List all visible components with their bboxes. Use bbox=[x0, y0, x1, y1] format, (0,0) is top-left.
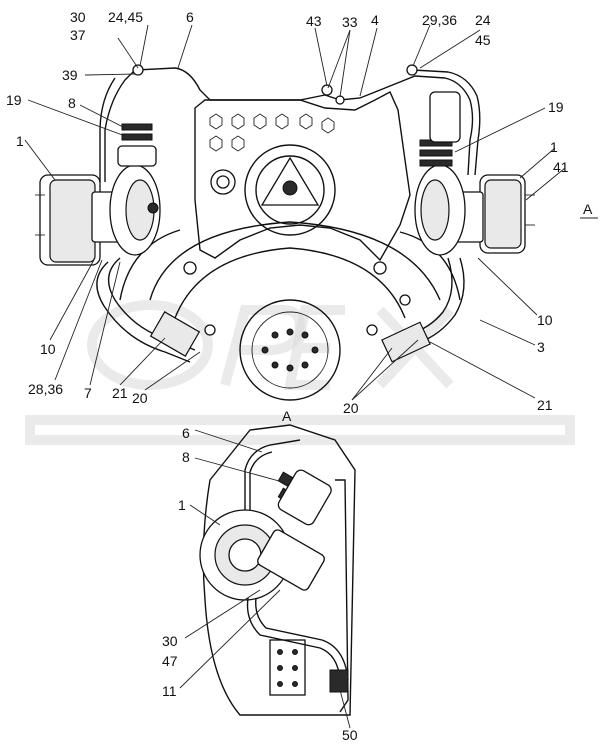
view-a-marker: A bbox=[583, 201, 593, 217]
callout-21-left: 21 bbox=[112, 385, 128, 401]
callout-41: 41 bbox=[553, 159, 569, 175]
view-a-block bbox=[202, 424, 356, 716]
flywheel-housing bbox=[149, 221, 441, 301]
flywheel bbox=[239, 299, 341, 401]
callout-43: 43 bbox=[306, 13, 322, 29]
front-cover-pulley bbox=[244, 144, 336, 236]
callout-6-bottom: 6 bbox=[182, 425, 190, 441]
view-a-turbocharger bbox=[199, 469, 332, 601]
callout-1-right: 1 bbox=[550, 139, 558, 155]
view-a-oil-supply bbox=[244, 439, 301, 510]
callout-4: 4 bbox=[371, 12, 379, 28]
callout-24-right: 24 bbox=[475, 12, 491, 28]
callout-20-right: 20 bbox=[343, 400, 359, 416]
callout-1-left: 1 bbox=[16, 133, 24, 149]
callout-11: 11 bbox=[162, 683, 177, 699]
callout-8-bottom: 8 bbox=[182, 449, 190, 465]
callout-28-36: 28,36 bbox=[28, 381, 63, 397]
callout-37: 37 bbox=[70, 27, 86, 43]
callout-19-left: 19 bbox=[6, 92, 22, 108]
callout-33: 33 bbox=[342, 14, 358, 30]
callout-6-top: 6 bbox=[186, 9, 194, 25]
oil-supply-pipe-right bbox=[324, 75, 474, 176]
callout-29-36: 29,36 bbox=[422, 12, 457, 28]
callout-7: 7 bbox=[84, 385, 92, 401]
callout-20-left: 20 bbox=[132, 390, 148, 406]
callout-24-45-top: 24,45 bbox=[108, 9, 143, 25]
turbocharger-right bbox=[414, 91, 535, 256]
callout-39: 39 bbox=[62, 67, 78, 83]
callout-30-top: 30 bbox=[70, 9, 86, 25]
view-a-assembly bbox=[199, 424, 356, 716]
callout-19-right: 19 bbox=[548, 99, 564, 115]
watermark bbox=[25, 300, 575, 445]
view-a-title: A bbox=[282, 408, 292, 424]
callout-21-right: 21 bbox=[537, 397, 553, 413]
callout-8-top: 8 bbox=[68, 95, 76, 111]
flywheel-holes bbox=[261, 328, 319, 372]
callout-3: 3 bbox=[537, 339, 545, 355]
callout-1-bottom: 1 bbox=[178, 497, 186, 513]
leader-lines bbox=[24, 24, 598, 729]
callout-labels: 30 37 24,45 6 43 33 4 29,36 24 45 39 19 … bbox=[6, 9, 593, 743]
callout-47: 47 bbox=[162, 653, 178, 669]
callout-10-left: 10 bbox=[40, 341, 56, 357]
turbocharger-left bbox=[35, 123, 161, 266]
callout-45-right: 45 bbox=[475, 32, 491, 48]
top-pipe bbox=[210, 94, 326, 101]
callout-50: 50 bbox=[342, 727, 358, 743]
view-a-oil-drain bbox=[246, 597, 341, 681]
callout-10-right: 10 bbox=[537, 312, 553, 328]
upper-assembly-view bbox=[35, 64, 535, 401]
engine-block-outline bbox=[194, 91, 411, 262]
callout-30-bottom: 30 bbox=[162, 633, 178, 649]
block-bolts bbox=[209, 113, 335, 152]
